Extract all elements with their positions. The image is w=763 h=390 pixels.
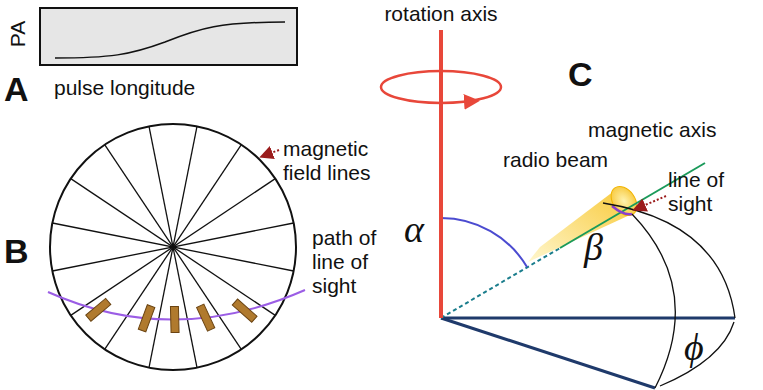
beam-label: radio beam (503, 148, 623, 172)
rotation-ellipse (381, 71, 501, 103)
angle-label: β (584, 226, 624, 270)
phi-arc (660, 322, 734, 386)
field-lines (52, 126, 293, 367)
panel-letter: A (4, 70, 44, 109)
axis-name: rotation axis (361, 2, 521, 26)
axis-label: PA (6, 19, 30, 49)
polarization-mark (170, 306, 179, 332)
polarization-mark (232, 299, 257, 322)
angle-label: ϕ (684, 326, 724, 370)
polarization-mark (138, 305, 155, 332)
equator-line (441, 317, 735, 320)
projection-line (441, 318, 655, 388)
alpha-arc (441, 218, 527, 267)
field-line (52, 223, 293, 271)
polar-cap-circle (50, 124, 296, 370)
axis-name: magnetic axis (588, 118, 748, 142)
callout-label: magnetic field lines (283, 137, 393, 185)
callout-label: path of line of sight (312, 226, 402, 298)
pa-curve (55, 22, 285, 58)
panel-letter: B (4, 232, 44, 271)
panel-letter: C (568, 55, 608, 94)
meridian-arc (632, 214, 675, 388)
polarization-mark (197, 304, 215, 331)
field-line (52, 223, 293, 271)
rotation-axis (439, 30, 443, 318)
rotation-arrow (462, 101, 476, 102)
callout-label: line of sight (668, 168, 748, 216)
axis-label: pulse longitude (54, 76, 254, 100)
polarization-mark (86, 298, 111, 321)
meridian-arc (603, 203, 735, 318)
leader-line (263, 150, 279, 156)
beam-end (606, 182, 642, 221)
angle-label: α (404, 208, 444, 252)
magnetic-axis-dashed (441, 248, 560, 318)
leader-line (636, 196, 666, 209)
polarization-marks (86, 298, 257, 332)
pa-plot-box (40, 8, 297, 65)
